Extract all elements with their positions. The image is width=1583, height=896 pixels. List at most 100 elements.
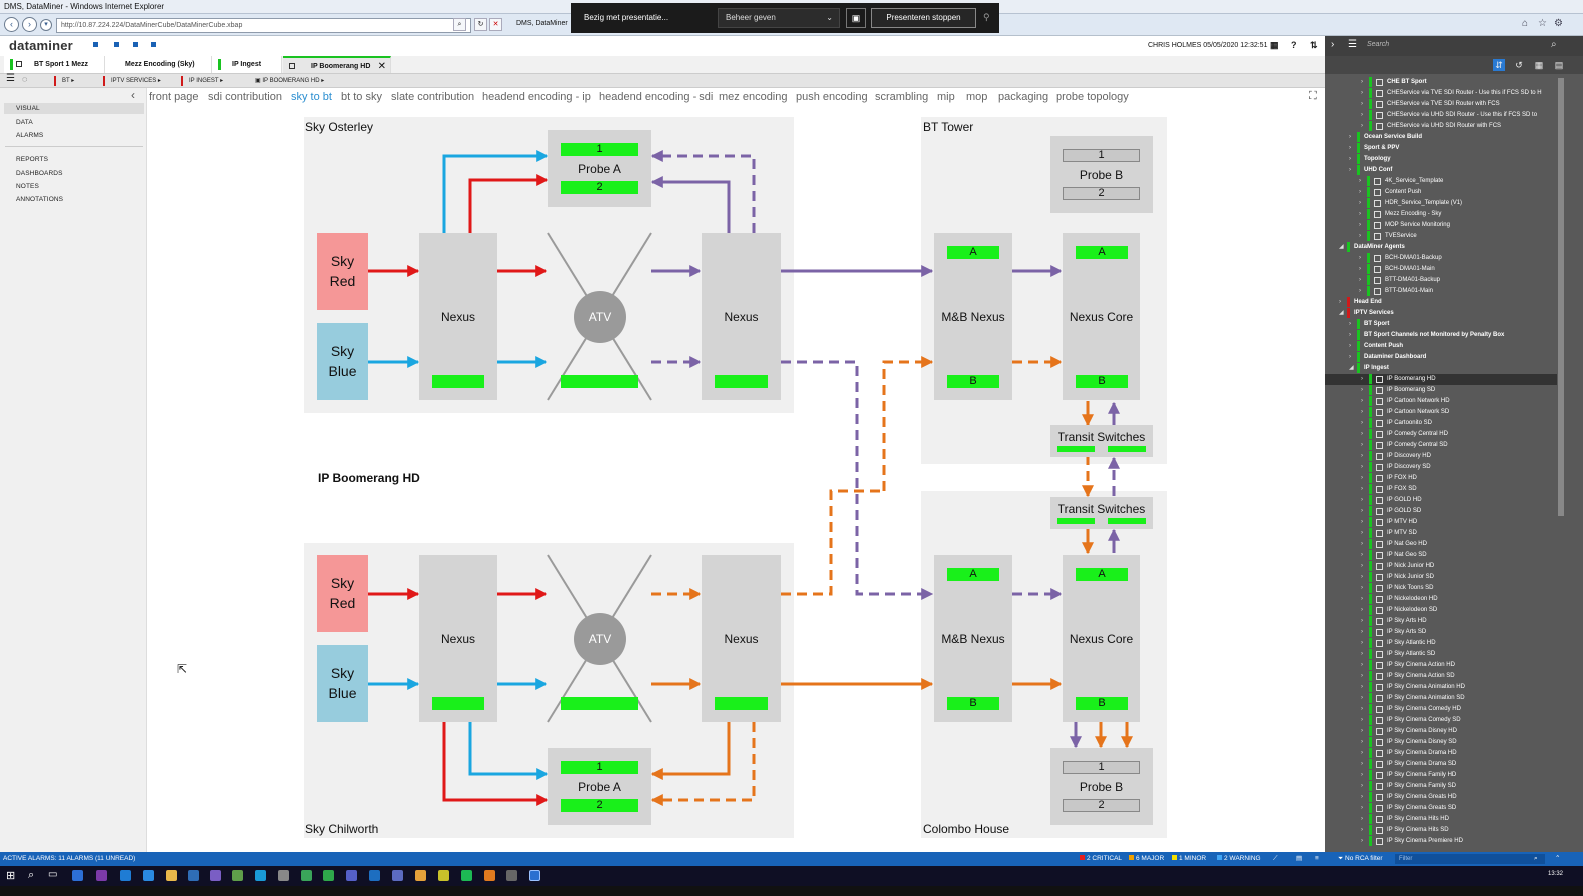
expand-arrow-icon[interactable]: › <box>1359 211 1361 217</box>
grid-view-icon[interactable]: ▦ <box>1534 60 1544 70</box>
tree-item[interactable]: ›4K_Service_Template <box>1325 176 1557 187</box>
tab-mezz-encoding[interactable]: Mezz Encoding (Sky) <box>105 56 218 73</box>
rca-filter[interactable]: ⏷ No RCA filter <box>1338 852 1383 866</box>
expand-arrow-icon[interactable]: › <box>1361 629 1363 635</box>
tree-item[interactable]: ›IP Sky Atlantic SD <box>1325 649 1557 660</box>
expand-arrow-icon[interactable]: › <box>1361 112 1363 118</box>
sidebar-item-dashboards[interactable]: DASHBOARDS <box>16 170 63 177</box>
expand-arrow-icon[interactable]: › <box>1361 827 1363 833</box>
tab-headend-encoding-sdi[interactable]: headend encoding - sdi <box>599 91 714 103</box>
tab-mez-encoding[interactable]: mez encoding <box>719 91 788 103</box>
expand-arrow-icon[interactable]: › <box>1361 409 1363 415</box>
sky-blue-source[interactable]: Sky Blue <box>317 323 368 400</box>
nexus-core-box[interactable]: A Nexus Core B <box>1063 555 1140 722</box>
back-icon[interactable]: ‹ <box>4 17 19 32</box>
sidebar-item-visual[interactable]: VISUAL <box>4 103 144 114</box>
tree-item[interactable]: ›IP Sky Atlantic HD <box>1325 638 1557 649</box>
expand-arrow-icon[interactable]: › <box>1359 288 1361 294</box>
tree-item[interactable]: ›IP Nickelodeon HD <box>1325 594 1557 605</box>
tree-item[interactable]: ›IP Sky Cinema Greats SD <box>1325 803 1557 814</box>
expand-arrow-icon[interactable]: › <box>1361 805 1363 811</box>
nexus-box[interactable]: Nexus <box>702 555 781 722</box>
header-dot-icon[interactable] <box>133 42 138 47</box>
tab-packaging[interactable]: packaging <box>998 91 1049 103</box>
nexus-core-box[interactable]: A Nexus Core B <box>1063 233 1140 400</box>
sky-blue-source[interactable]: Sky Blue <box>317 645 368 722</box>
home-icon[interactable]: ⌂ <box>1522 18 1529 29</box>
sky-red-source[interactable]: Sky Red <box>317 555 368 632</box>
expand-arrow-icon[interactable]: › <box>1349 134 1351 140</box>
settings-gear-icon[interactable]: ⚙ <box>1554 18 1563 29</box>
outlook-icon[interactable] <box>72 870 83 881</box>
expand-arrow-icon[interactable]: › <box>1361 728 1363 734</box>
tree-item[interactable]: ›IP Sky Cinema Animation SD <box>1325 693 1557 704</box>
expand-arrow-icon[interactable]: › <box>1361 541 1363 547</box>
tree-item[interactable]: ›IP Nat Geo HD <box>1325 539 1557 550</box>
expand-arrow-icon[interactable]: › <box>1361 519 1363 525</box>
ie-icon[interactable] <box>120 870 131 881</box>
expand-arrow-icon[interactable]: › <box>1361 431 1363 437</box>
control-select[interactable]: Beheer geven⌄ <box>718 8 840 28</box>
expand-arrow-icon[interactable]: › <box>1349 321 1351 327</box>
tree-item[interactable]: ›IP Boomerang HD <box>1325 374 1557 385</box>
tree-item[interactable]: ›IP Sky Cinema Family HD <box>1325 770 1557 781</box>
tree-item[interactable]: ›IP GOLD HD <box>1325 495 1557 506</box>
tree-item[interactable]: ›UHD Conf <box>1325 165 1557 176</box>
tree-item[interactable]: ›BCH-DMA01-Backup <box>1325 253 1557 264</box>
expand-arrow-icon[interactable]: › <box>1359 266 1361 272</box>
critical-count[interactable]: 2 CRITICAL <box>1080 852 1122 866</box>
tab-sky-to-bt[interactable]: sky to bt <box>291 91 332 103</box>
warning-count[interactable]: 2 WARNING <box>1217 852 1261 866</box>
tree-item[interactable]: ›Topology <box>1325 154 1557 165</box>
sidebar-item-annotations[interactable]: ANNOTATIONS <box>16 196 64 203</box>
tab-mip[interactable]: mip <box>937 91 955 103</box>
expand-arrow-icon[interactable]: › <box>1361 376 1363 382</box>
header-dot-icon[interactable] <box>151 42 156 47</box>
expand-arrow-icon[interactable]: › <box>1361 101 1363 107</box>
tree-item[interactable]: ›BT Sport Channels not Monitored by Pena… <box>1325 330 1557 341</box>
expand-arrow-icon[interactable]: › <box>1361 387 1363 393</box>
tree-item[interactable]: ›CHE BT Sport <box>1325 77 1557 88</box>
tree-item[interactable]: ›IP Sky Cinema Premiere HD <box>1325 836 1557 847</box>
transit-switches-box[interactable]: Transit Switches <box>1050 425 1153 457</box>
app-icon[interactable] <box>438 870 449 881</box>
expand-arrow-icon[interactable]: › <box>1361 783 1363 789</box>
onenote-icon[interactable] <box>96 870 107 881</box>
sidebar-item-data[interactable]: DATA <box>16 119 33 126</box>
tab-ip-boomerang-hd[interactable]: IP Boomerang HD✕ <box>283 56 391 73</box>
tree-item[interactable]: ›CHEService via UHD SDI Router - Use thi… <box>1325 110 1557 121</box>
nexus-box[interactable]: Nexus <box>702 233 781 400</box>
sidebar-item-reports[interactable]: REPORTS <box>16 156 49 163</box>
task-view-icon[interactable]: ▭ <box>48 869 58 880</box>
expand-arrow-icon[interactable]: › <box>1359 255 1361 261</box>
probe-b-box[interactable]: 1 Probe B 2 <box>1050 748 1153 825</box>
major-count[interactable]: 6 MAJOR <box>1129 852 1164 866</box>
sidebar-item-notes[interactable]: NOTES <box>16 183 39 190</box>
app-icon[interactable] <box>506 870 517 881</box>
app-icon[interactable] <box>415 870 426 881</box>
spotify-icon[interactable] <box>461 870 472 881</box>
expand-arrow-icon[interactable]: › <box>1359 277 1361 283</box>
tree-item[interactable]: ◢DataMiner Agents <box>1325 242 1557 253</box>
expand-arrow-icon[interactable]: › <box>1361 761 1363 767</box>
breadcrumb-item-ip-ingest[interactable]: IP INGEST ▸ <box>181 76 223 86</box>
expand-arrow-icon[interactable]: › <box>1349 167 1351 173</box>
app-icon[interactable] <box>323 870 334 881</box>
list-icon[interactable]: ▤ <box>1296 855 1303 862</box>
tree-item[interactable]: ›Mezz Encoding - Sky <box>1325 209 1557 220</box>
tab-sdi-contribution[interactable]: sdi contribution <box>208 91 282 103</box>
tab-front-page[interactable]: front page <box>149 91 199 103</box>
tree-item[interactable]: ›IP Sky Cinema Disney HD <box>1325 726 1557 737</box>
expand-arrow-icon[interactable]: › <box>1349 332 1351 338</box>
tree-item[interactable]: ›IP Cartoonito SD <box>1325 418 1557 429</box>
tree-item[interactable]: ›IP Comedy Central HD <box>1325 429 1557 440</box>
expand-arrow-icon[interactable]: › <box>1361 530 1363 536</box>
probe-b-box[interactable]: 1 Probe B 2 <box>1050 136 1153 213</box>
url-field[interactable]: http://10.87.224.224/DataMinerCube/DataM… <box>56 18 471 33</box>
sidebar-item-alarms[interactable]: ALARMS <box>16 132 44 139</box>
teams-icon[interactable] <box>392 870 403 881</box>
ie-active-icon[interactable] <box>529 870 540 881</box>
layout-icon[interactable]: ▤ <box>1554 60 1564 70</box>
app-icon[interactable] <box>346 870 357 881</box>
tree-item[interactable]: ›IP Sky Cinema Drama SD <box>1325 759 1557 770</box>
